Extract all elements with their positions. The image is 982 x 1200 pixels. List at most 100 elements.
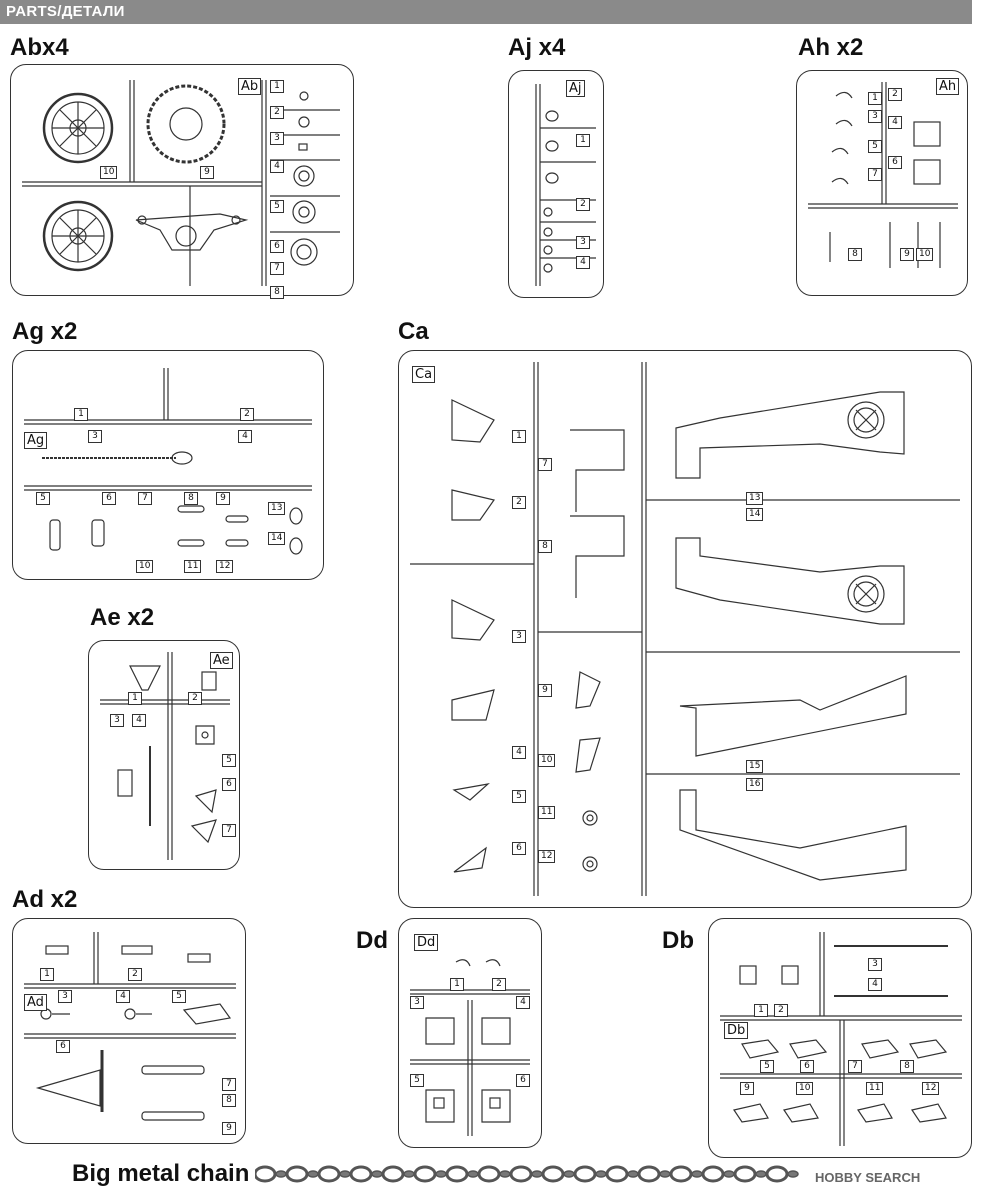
part-number-db-4: 4: [868, 978, 882, 991]
chain-link: [307, 1170, 319, 1178]
part-number-ca-12: 12: [538, 850, 556, 863]
part-number-ag-3: 3: [88, 430, 102, 443]
part-number-ae-1: 1: [128, 692, 142, 705]
header-bar: PARTS/ДЕТАЛИ: [0, 0, 972, 24]
part-number-ah-10: 10: [916, 248, 934, 261]
part-number-ca-7: 7: [538, 458, 552, 471]
sprue-ah-art: [808, 82, 958, 268]
chain-link: [435, 1170, 447, 1178]
part-number-ad-1: 1: [40, 968, 54, 981]
chain-link: [659, 1170, 671, 1178]
sprue-frame-ad: [12, 918, 246, 1144]
part-number-ca-3: 3: [512, 630, 526, 643]
chain-link: [595, 1170, 607, 1178]
part-number-ag-1: 1: [74, 408, 88, 421]
part-number-ae-4: 4: [132, 714, 146, 727]
chain-link: [317, 1165, 341, 1183]
part-number-ab-3: 3: [270, 132, 284, 145]
sprue-tag-ah: Ah: [936, 78, 960, 95]
part-number-ad-5: 5: [172, 990, 186, 1003]
sprue-label-dd: Dd: [356, 927, 388, 954]
part-number-aj-2: 2: [576, 198, 590, 211]
part-number-ca-11: 11: [538, 806, 556, 819]
part-number-db-5: 5: [760, 1060, 774, 1073]
chain-link: [701, 1165, 725, 1183]
part-number-ab-1: 1: [270, 80, 284, 93]
part-number-ag-5: 5: [36, 492, 50, 505]
sprue-frame-ah: [796, 70, 968, 296]
part-number-db-1: 1: [754, 1004, 768, 1017]
part-number-ca-1: 1: [512, 430, 526, 443]
part-number-dd-2: 2: [492, 978, 506, 991]
sprue-tag-ab: Ab: [238, 78, 262, 95]
chain-link: [723, 1170, 735, 1178]
chain-link: [381, 1165, 405, 1183]
part-number-db-12: 12: [922, 1082, 940, 1095]
part-number-ca-8: 8: [538, 540, 552, 553]
part-number-ag-14: 14: [268, 532, 286, 545]
part-number-dd-6: 6: [516, 1074, 530, 1087]
chain-link: [275, 1170, 287, 1178]
chain-link: [499, 1170, 511, 1178]
part-number-db-3: 3: [868, 958, 882, 971]
part-number-ca-10: 10: [538, 754, 556, 767]
part-number-db-2: 2: [774, 1004, 788, 1017]
sprue-tag-ca: Ca: [412, 366, 436, 383]
part-number-ah-8: 8: [848, 248, 862, 261]
sprue-label-ad: Ad x2: [12, 886, 78, 913]
chain-link: [755, 1170, 767, 1178]
chain-link: [637, 1165, 661, 1183]
part-number-ab-5: 5: [270, 200, 284, 213]
part-number-ae-7: 7: [222, 824, 236, 837]
part-number-ab-4: 4: [270, 160, 284, 173]
sprue-tag-ag: Ag: [24, 432, 48, 449]
part-number-dd-4: 4: [516, 996, 530, 1009]
chain-link: [413, 1165, 437, 1183]
sprue-db-art: [720, 932, 962, 1146]
part-number-dd-1: 1: [450, 978, 464, 991]
part-number-ah-3: 3: [868, 110, 882, 123]
sprue-dd-art: [410, 959, 530, 1136]
chain-link: [285, 1165, 309, 1183]
sprue-frame-ab: [10, 64, 354, 296]
part-number-ag-6: 6: [102, 492, 116, 505]
part-number-db-8: 8: [900, 1060, 914, 1073]
chain-link: [605, 1165, 629, 1183]
sprue-tag-ae: Ae: [210, 652, 233, 669]
sprue-tag-ad: Ad: [24, 994, 47, 1011]
sprue-frame-ae: [88, 640, 240, 870]
part-number-ca-16: 16: [746, 778, 764, 791]
part-number-ad-7: 7: [222, 1078, 236, 1091]
part-number-ab-10: 10: [100, 166, 118, 179]
sprue-frame-ag: [12, 350, 324, 580]
sprue-label-aj: Aj x4: [508, 34, 566, 61]
part-number-ae-6: 6: [222, 778, 236, 791]
chain-link: [445, 1165, 469, 1183]
sprue-ca-art: [410, 362, 960, 896]
chain-link: [371, 1170, 383, 1178]
chain-link: [349, 1165, 373, 1183]
part-number-db-9: 9: [740, 1082, 754, 1095]
part-number-ah-9: 9: [900, 248, 914, 261]
part-number-db-6: 6: [800, 1060, 814, 1073]
chain-link: [509, 1165, 533, 1183]
part-number-aj-3: 3: [576, 236, 590, 249]
chain-link: [467, 1170, 479, 1178]
part-number-ab-7: 7: [270, 262, 284, 275]
part-number-ah-4: 4: [888, 116, 902, 129]
sprue-ab-art: [22, 80, 340, 286]
chain-link: [563, 1170, 575, 1178]
part-number-ag-8: 8: [184, 492, 198, 505]
part-number-ca-14: 14: [746, 508, 764, 521]
part-number-ad-4: 4: [116, 990, 130, 1003]
part-number-db-7: 7: [848, 1060, 862, 1073]
part-number-ca-6: 6: [512, 842, 526, 855]
part-number-ag-9: 9: [216, 492, 230, 505]
part-number-ae-3: 3: [110, 714, 124, 727]
page-title: PARTS/ДЕТАЛИ: [6, 3, 125, 20]
part-number-ag-7: 7: [138, 492, 152, 505]
chain-link: [787, 1170, 799, 1178]
sprue-ae-art: [100, 652, 230, 860]
sprue-tag-dd: Dd: [414, 934, 439, 951]
